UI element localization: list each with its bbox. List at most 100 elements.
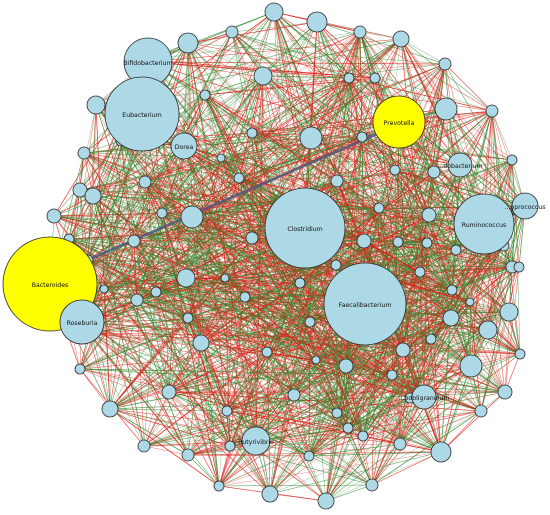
negative-edge (428, 214, 453, 291)
positive-edge (440, 365, 472, 453)
positive-edge (200, 207, 380, 344)
negative-edge (204, 77, 350, 96)
negative-edge (402, 108, 447, 351)
negative-edge (204, 21, 318, 96)
node (425, 333, 437, 345)
positive-edge (336, 180, 399, 243)
node (130, 293, 144, 307)
negative-edge (394, 108, 447, 171)
negative-edge (220, 157, 317, 361)
positive-edge (92, 104, 97, 197)
positive-edge (133, 240, 349, 429)
node (127, 234, 141, 248)
node (156, 207, 168, 219)
positive-edge (103, 288, 471, 303)
negative-edge (143, 394, 295, 447)
node-subdoligranulum (411, 384, 437, 410)
positive-edge (136, 299, 271, 495)
negative-edge (168, 391, 231, 447)
node (216, 153, 226, 163)
negative-edge (81, 321, 271, 495)
negative-edge (310, 137, 396, 171)
negative-edge (168, 338, 432, 393)
negative-edge (133, 237, 253, 242)
positive-edge (191, 180, 338, 218)
negative-edge (371, 451, 442, 486)
node (225, 25, 239, 39)
negative-edge (308, 365, 472, 457)
node (338, 358, 354, 374)
positive-edge (397, 171, 435, 243)
negative-edge (399, 410, 482, 445)
positive-edge (336, 180, 453, 291)
positive-edge (308, 349, 404, 457)
node-eubacterium (104, 76, 180, 152)
node (421, 207, 437, 223)
node (138, 175, 152, 189)
positive-edge (426, 242, 453, 291)
negative-edge (200, 342, 271, 495)
negative-edge (226, 394, 295, 412)
positive-edge (229, 311, 510, 447)
positive-edge (251, 137, 312, 239)
positive-edge (79, 212, 163, 370)
positive-edge (308, 365, 347, 457)
node (220, 273, 230, 283)
negative-edge (229, 75, 264, 447)
negative-edge (440, 391, 506, 453)
node (485, 104, 499, 118)
positive-edge (308, 451, 442, 457)
node (342, 422, 354, 434)
negative-edge (168, 359, 317, 393)
positive-edge (238, 177, 364, 437)
positive-edge (426, 242, 489, 331)
negative-edge (65, 305, 373, 486)
negative-edge (394, 169, 430, 216)
positive-edge (168, 391, 310, 457)
negative-edge (191, 216, 471, 303)
negative-edge (266, 351, 411, 399)
negative-edge (391, 374, 482, 412)
negative-edge (238, 169, 396, 179)
negative-edge (269, 493, 327, 502)
negative-edge (371, 365, 472, 486)
negative-edge (87, 332, 170, 393)
positive-edge (362, 374, 393, 437)
negative-edge (204, 94, 338, 182)
negative-edge (293, 317, 452, 396)
positive-edge (136, 94, 206, 301)
node (392, 30, 410, 48)
negative-edge (402, 289, 453, 351)
negative-edge (143, 443, 401, 447)
positive-edge (378, 207, 453, 291)
negative-edge (220, 157, 253, 239)
negative-edge (364, 63, 446, 305)
positive-edge (161, 212, 170, 393)
positive-edge (144, 181, 157, 293)
positive-edge (361, 136, 421, 273)
positive-edge (229, 329, 489, 447)
positive-edge (283, 110, 493, 201)
negative-edge (218, 445, 231, 487)
negative-edge (315, 349, 404, 361)
negative-edge (155, 31, 361, 293)
positive-edge (226, 296, 246, 412)
node (373, 202, 385, 214)
positive-edge (394, 169, 521, 355)
positive-edge (218, 484, 373, 487)
node (86, 95, 106, 115)
positive-edge (120, 140, 170, 393)
positive-edge (68, 77, 350, 240)
node (180, 205, 204, 229)
node (421, 237, 433, 249)
positive-edge (136, 299, 228, 412)
positive-edge (187, 42, 285, 201)
positive-edge (92, 137, 312, 197)
positive-edge (144, 177, 240, 183)
node (239, 291, 251, 303)
positive-edge (103, 241, 399, 290)
node (199, 89, 211, 101)
positive-edge (168, 351, 268, 393)
node (357, 430, 369, 442)
positive-edge (109, 277, 187, 410)
